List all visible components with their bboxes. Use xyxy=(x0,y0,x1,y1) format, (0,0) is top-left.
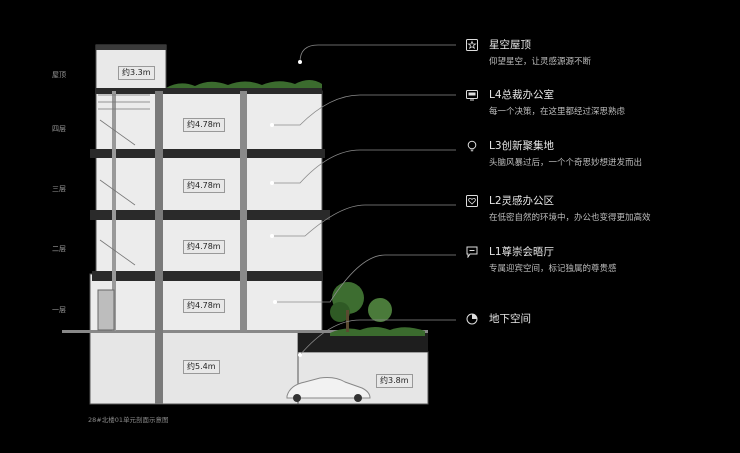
legend-desc: 仰望星空，让灵感源源不断 xyxy=(489,57,592,67)
legend-desc: 每一个决策，在这里都经过深思熟虑 xyxy=(489,107,626,117)
column-center xyxy=(240,91,247,332)
slab-4 xyxy=(90,149,325,158)
leader-lines xyxy=(272,44,456,356)
monitor-icon xyxy=(466,90,478,101)
column-stair xyxy=(112,91,116,331)
legend-title: 星空屋顶 xyxy=(489,39,531,51)
height-tag-1: 约4.78m xyxy=(183,299,225,313)
star-icon xyxy=(466,39,478,51)
height-tag-basement: 约5.4m xyxy=(183,360,220,374)
floor-label-2: 二层 xyxy=(52,245,66,253)
garage-slab xyxy=(298,333,428,352)
floor-label-1: 一层 xyxy=(52,306,66,314)
legend-title: L2灵感办公区 xyxy=(489,195,555,207)
car-icon xyxy=(286,377,371,399)
column-left xyxy=(155,91,163,404)
chat-icon xyxy=(466,246,478,258)
height-tag-2: 约4.78m xyxy=(183,240,225,254)
legend-desc: 专属迎宾空间，标记独属的尊贵感 xyxy=(489,264,617,274)
height-tag-4: 约4.78m xyxy=(183,118,225,132)
pie-icon xyxy=(466,313,478,325)
legend-title: L3创新聚集地 xyxy=(489,140,555,152)
garage-greenery xyxy=(330,327,425,336)
diagram-caption: 28#北楼01单元剖面示意图 xyxy=(88,416,169,424)
height-tag-roof: 约3.3m xyxy=(118,66,155,80)
legend-title: L4总裁办公室 xyxy=(489,89,555,101)
floor-label-roof: 屋顶 xyxy=(52,71,66,79)
leader-dots xyxy=(270,60,302,357)
floor-label-3: 三层 xyxy=(52,185,66,193)
lightbulb-icon xyxy=(467,140,477,152)
slab-roof xyxy=(96,88,322,94)
legend-desc: 在低密自然的环境中，办公也变得更加高效 xyxy=(489,213,651,223)
floor-label-4: 四层 xyxy=(52,125,66,133)
slab-3 xyxy=(90,210,330,220)
roof-tower-cap xyxy=(96,45,166,50)
slab-2 xyxy=(92,271,322,281)
legend-title: L1尊崇会晤厅 xyxy=(489,246,555,258)
height-tag-3: 约4.78m xyxy=(183,179,225,193)
tree-small xyxy=(368,298,392,322)
legend-desc: 头脑风暴过后，一个个奇思妙想迸发而出 xyxy=(489,158,643,168)
legend-title: 地下空间 xyxy=(489,313,531,325)
elevator xyxy=(97,289,115,331)
height-tag-garage: 约3.8m xyxy=(376,374,413,388)
heart-icon xyxy=(466,195,478,207)
stair-core xyxy=(98,94,150,266)
